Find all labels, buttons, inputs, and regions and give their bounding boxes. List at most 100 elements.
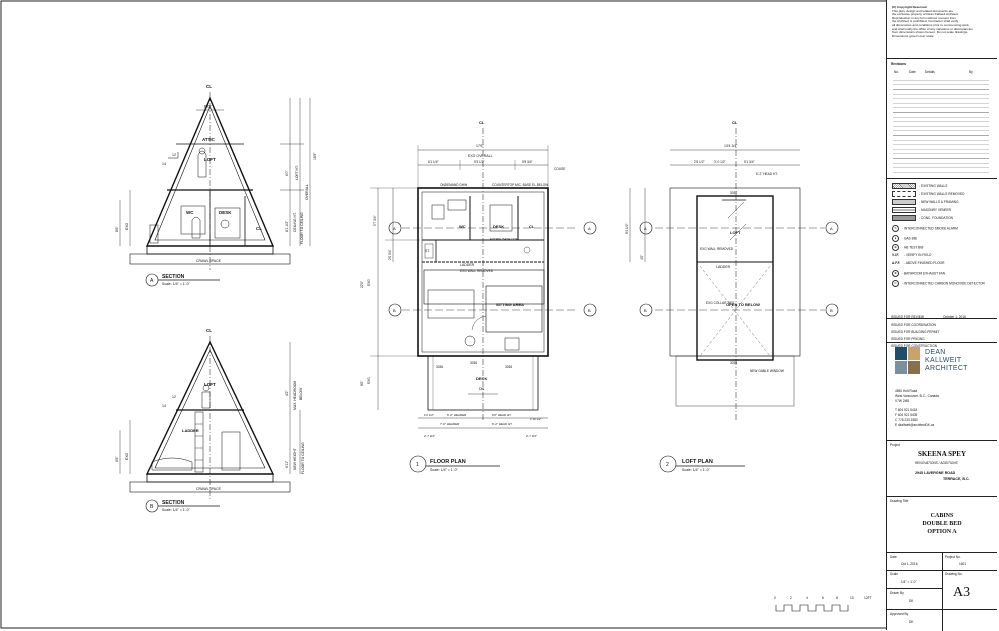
loft-plan <box>629 128 839 473</box>
closet-label: CL <box>256 226 262 231</box>
slope-run: 14 <box>162 404 166 408</box>
issues-section: ISSUED FOR REVIEW October 1, 2016 ISSUED… <box>887 315 997 348</box>
drawn-by: DK <box>909 599 914 603</box>
crawl-label: CRAWL SPACE <box>196 487 222 491</box>
slope-rise: 12 <box>172 395 176 399</box>
loft-label: LOFT <box>730 230 741 235</box>
bottom-dim-1: 1'0 1/2" <box>424 413 434 417</box>
co-detector-icon: C <box>892 280 899 287</box>
legend-text: - BATHROOM EXHAUST FAN <box>902 271 946 276</box>
legend-text: - CONC. FOUNDATION <box>919 215 953 220</box>
desk-label: DESK <box>493 224 504 229</box>
issue-date: October 1, 2016 <box>943 315 966 319</box>
wc-label: WC <box>186 210 194 215</box>
plan-scale: Scale: 1/4" = 1'-0" <box>430 468 459 472</box>
copyright-line: Reproduction in any form without consent… <box>892 16 956 20</box>
firm-section: DEAN KALLWEIT ARCHITECT 4550 Holt Road W… <box>887 342 997 441</box>
sheet-info-section: Date Oct 1, 2016 Project No. 1601 Scale … <box>887 552 997 631</box>
logo-tile <box>895 347 907 360</box>
info-divider <box>887 609 997 610</box>
dim-left: 8'6" <box>115 226 119 232</box>
plan-title: LOFT PLAN <box>682 459 713 465</box>
crawl-space <box>129 481 291 493</box>
attic-label: ATTIC <box>202 137 216 142</box>
loft-walls <box>696 195 774 361</box>
crawl-label: CRAWL SPACE <box>196 259 222 263</box>
info-divider <box>942 570 997 571</box>
smoke-alarm-icon: S <box>892 225 899 232</box>
ex-fans-label: EXTRNL BASE COM <box>490 237 519 241</box>
issue-label: ISSUED FOR BUILDING PERMIT <box>891 330 940 334</box>
firm-fax: F 604 921 5405 <box>895 413 918 417</box>
copyright-line: (C) Copyright Reserved. <box>892 6 928 9</box>
issue-label: ISSUED FOR COORDINATION <box>891 323 936 327</box>
left-dim-2: 2'0 3/4" <box>388 249 392 260</box>
legend-text: - HB TEST BIB <box>902 245 924 250</box>
firm-cell: C 778 233 1583 <box>895 418 918 422</box>
legend-symbol <box>892 207 916 213</box>
exg-wall-removed: EXG WALL REMOVED <box>460 269 494 273</box>
project-no: 1601 <box>959 562 967 566</box>
firm-address: 4550 Holt Road <box>895 389 918 393</box>
dim-floor-ceiling: FLOOR TO CEILING <box>300 212 304 244</box>
copyright-line: This plan, design and related documents … <box>892 9 954 13</box>
dim-overall-ht: 18'9" <box>313 152 317 160</box>
left-dim-6: EXG <box>367 377 371 384</box>
project-address: 2945 LAVERGNE ROAD <box>915 471 956 475</box>
dim-ceiling: 8'1 1/2" <box>285 220 289 232</box>
legend-text: - INTERCONNECTED SMOKE ALARM <box>902 226 958 231</box>
left-dim-1: 5'7 3/4" <box>373 215 377 226</box>
approved-by: DK <box>909 620 914 624</box>
legend-symbol <box>892 215 916 221</box>
drawing-title-line: OPTION A <box>927 529 957 535</box>
head-ht: 6'-2" HEAD HT. <box>756 172 778 176</box>
plan-title: FLOOR PLAN <box>430 459 466 465</box>
scale-tick-4: 4 <box>806 596 808 600</box>
drawing-title-section: Drawing Title CABINS DOUBLE BED OPTION A <box>887 496 997 553</box>
rev-col-details: Details <box>925 70 935 74</box>
revision-rows <box>893 76 989 174</box>
project-name: SKEENA SPEY <box>917 450 967 458</box>
overall-dim: 13'4 3/4" <box>724 144 738 148</box>
wc-label: WC <box>459 224 466 229</box>
centerline-label: CL <box>206 84 212 89</box>
project-label: Project <box>890 443 900 447</box>
sec-tag-a-right: A <box>588 226 591 231</box>
section-scale: Scale: 1/4" = 1'-0" <box>162 508 191 512</box>
firm-address: West Vancouver, B.C., Canada <box>895 394 939 398</box>
title-block: (C) Copyright Reserved. This plan, desig… <box>886 0 997 631</box>
couse-label: COUSE <box>554 167 565 171</box>
firm-phone: T 604 921 5418 <box>895 408 918 412</box>
countertop-label: COUNTERTOP MIC. BASE EL BELOW <box>492 183 548 187</box>
overall-dim: 17'6" <box>476 144 485 148</box>
plan-scale: Scale: 1/4" = 1'-0" <box>682 468 711 472</box>
sec-tag-a-right: A <box>830 226 833 231</box>
copyright-notice: (C) Copyright Reserved. This plan, desig… <box>892 6 990 38</box>
scale-tick-10: 10 <box>850 596 854 600</box>
ladder <box>194 411 204 473</box>
floor-plan <box>370 128 597 473</box>
scale-label: Scale <box>890 572 898 576</box>
bed-figure <box>151 457 193 471</box>
window-3: 3036 <box>470 361 477 365</box>
drawing-no-label: Drawing No. <box>945 572 963 576</box>
copyright-line: all dimensions and conditions prior to c… <box>892 23 970 27</box>
slope-marker <box>168 152 179 159</box>
revisions-title: Revisions <box>891 62 907 66</box>
window-3036: 3036 <box>730 361 737 365</box>
counter <box>423 269 545 305</box>
legend-text: - NEW WALLS & FRAMING <box>919 199 959 204</box>
window-2: 3036 <box>505 365 512 369</box>
section-a <box>119 92 311 287</box>
person-figure <box>197 150 207 178</box>
outline <box>669 187 801 357</box>
legend-symbol <box>892 191 916 197</box>
project-no-label: Project No. <box>945 555 961 559</box>
firm-logo-icon <box>895 347 920 374</box>
sheet-number: A3 <box>953 585 971 600</box>
legend-symbol: V.I.F. <box>892 253 899 257</box>
exg-overall: EXG OVERALL <box>468 154 493 158</box>
left-dim-1: 8'4 1/2" <box>625 223 629 234</box>
dim-floor-ceiling: FLOOR TO CEILING <box>301 442 305 474</box>
